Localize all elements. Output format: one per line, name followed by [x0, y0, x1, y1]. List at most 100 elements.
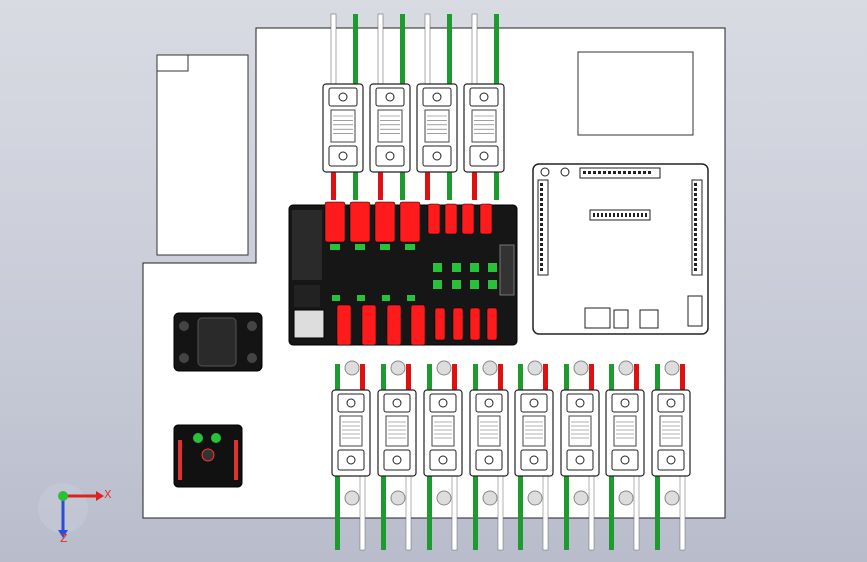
pin	[613, 171, 616, 174]
wire-green	[494, 170, 499, 200]
pin	[608, 171, 611, 174]
wire-white	[405, 475, 412, 551]
pin	[643, 171, 646, 174]
pin	[540, 253, 543, 256]
status-led	[470, 263, 479, 272]
wire-red	[589, 364, 594, 394]
pin	[638, 171, 641, 174]
pin	[540, 268, 543, 271]
wire-grommet	[618, 490, 634, 506]
wire-grommet	[344, 490, 360, 506]
pin	[540, 263, 543, 266]
status-led	[330, 244, 340, 250]
breaker-switch-module	[173, 312, 263, 372]
upper-relay	[369, 83, 411, 173]
pin	[540, 248, 543, 251]
pin	[540, 203, 543, 206]
pin	[637, 213, 639, 217]
pin	[540, 243, 543, 246]
pin	[540, 238, 543, 241]
pin	[694, 223, 697, 226]
pin	[694, 193, 697, 196]
wire-white	[588, 475, 595, 551]
pin	[694, 263, 697, 266]
pin	[694, 203, 697, 206]
wire-green	[494, 14, 499, 86]
pin	[540, 198, 543, 201]
label-plate-left	[156, 54, 249, 256]
sensor-board	[173, 424, 243, 488]
lower-relay	[423, 389, 463, 477]
pin	[603, 171, 606, 174]
wire-green	[381, 364, 386, 394]
pin	[540, 233, 543, 236]
hub-red-connectors-bottom	[336, 304, 498, 346]
status-led	[488, 280, 497, 289]
hub-status-leds	[330, 244, 497, 301]
wire-white	[471, 13, 478, 87]
wire-white	[497, 475, 504, 551]
pin	[598, 171, 601, 174]
wire-red	[331, 170, 336, 200]
upper-relay-group	[322, 83, 505, 173]
red-connector	[479, 203, 493, 235]
red-connector	[336, 304, 352, 346]
status-led	[433, 263, 442, 272]
main-controller-board	[532, 163, 709, 335]
wire-grommet	[390, 360, 406, 376]
wire-green	[400, 14, 405, 86]
red-connector	[386, 304, 402, 346]
pin	[609, 213, 611, 217]
wire-red	[498, 364, 503, 394]
wire-grommet	[527, 490, 543, 506]
wire-white	[633, 475, 640, 551]
wire-red	[406, 364, 411, 394]
wire-red	[425, 170, 430, 200]
label-plate-tab	[156, 54, 189, 72]
pin	[540, 208, 543, 211]
status-led	[433, 280, 442, 289]
status-led	[452, 280, 461, 289]
lower-relay	[469, 389, 509, 477]
red-connector	[486, 307, 498, 341]
pin	[621, 213, 623, 217]
wire-red	[472, 170, 477, 200]
lower-relay	[605, 389, 645, 477]
hub-red-connectors-top	[324, 201, 493, 243]
wire-white	[424, 13, 431, 87]
wire-green	[564, 364, 569, 394]
red-connector	[444, 203, 458, 235]
pin	[540, 183, 543, 186]
wire-green	[609, 476, 614, 550]
wire-red	[680, 364, 685, 394]
wire-green	[655, 364, 660, 394]
status-led	[470, 280, 479, 289]
pin	[641, 213, 643, 217]
wire-red	[543, 364, 548, 394]
upper-relay	[463, 83, 505, 173]
pin	[540, 228, 543, 231]
pin	[613, 213, 615, 217]
red-connector	[434, 307, 446, 341]
lower-relay	[560, 389, 600, 477]
status-led	[407, 295, 415, 301]
pin	[601, 213, 603, 217]
pin	[540, 193, 543, 196]
pin	[694, 238, 697, 241]
wire-red	[452, 364, 457, 394]
lower-relay	[651, 389, 691, 477]
status-led	[332, 295, 340, 301]
status-led	[452, 263, 461, 272]
pin	[540, 213, 543, 216]
wire-grommet	[390, 490, 406, 506]
wire-white	[451, 475, 458, 551]
wire-grommet	[344, 360, 360, 376]
lower-relay	[514, 389, 554, 477]
wire-grommet	[664, 490, 680, 506]
pin	[694, 243, 697, 246]
wire-green	[447, 170, 452, 200]
pin	[694, 233, 697, 236]
wire-grommet	[527, 360, 543, 376]
lower-relay	[377, 389, 417, 477]
board-pin-headers	[540, 171, 697, 271]
